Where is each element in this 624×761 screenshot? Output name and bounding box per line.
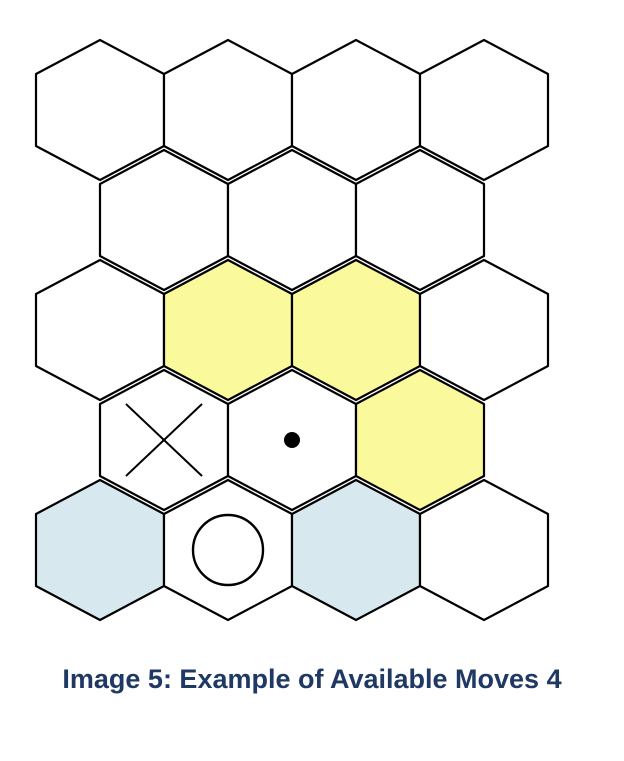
hex-cell-r1-c2-empty[interactable] (354, 148, 486, 292)
hex-cell-r2-c3-empty[interactable] (418, 258, 550, 402)
hex-cell-r4-c3-empty[interactable] (418, 478, 550, 622)
hex-shape (418, 38, 550, 182)
hex-cell-r0-c3-empty[interactable] (418, 38, 550, 182)
figure-caption: Image 5: Example of Available Moves 4 (62, 664, 562, 694)
hex-shape (354, 368, 486, 512)
circle-marker-icon (191, 513, 265, 587)
hex-shape (418, 478, 550, 622)
hex-shape (354, 148, 486, 292)
x-marker-icon (125, 403, 203, 477)
hex-shape (418, 258, 550, 402)
hex-cell-r3-c2-available[interactable] (354, 368, 486, 512)
dot-marker-icon (284, 432, 300, 448)
hex-board (34, 38, 550, 622)
